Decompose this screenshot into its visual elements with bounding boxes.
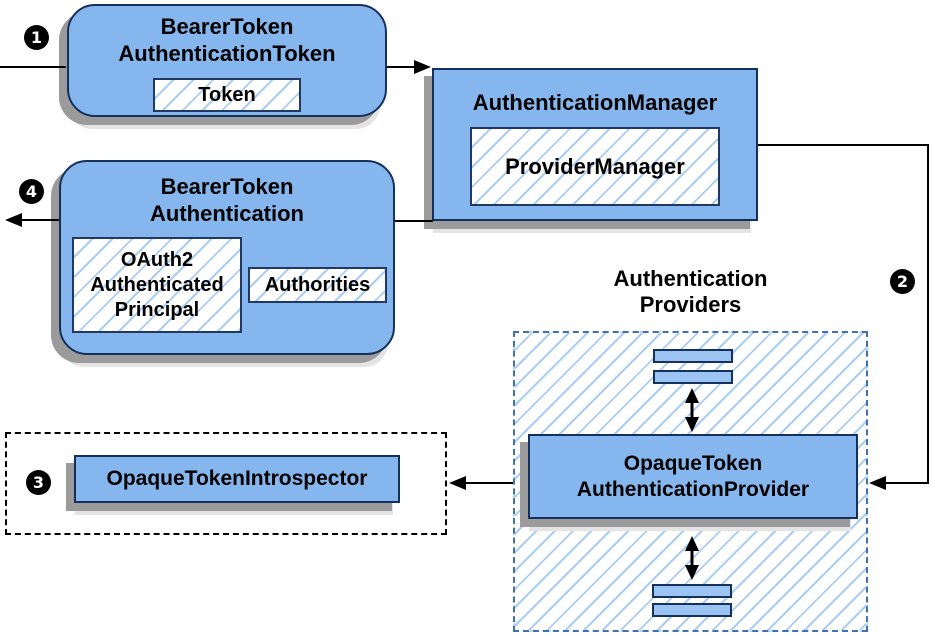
provider-placeholder-rect	[653, 370, 733, 384]
node-bearer-token-authentication-token: BearerToken AuthenticationToken Token	[67, 4, 387, 117]
node-authorities-label: Authorities	[264, 273, 371, 296]
node-title: BearerToken AuthenticationToken	[118, 14, 336, 66]
provider-placeholder-rect	[652, 603, 732, 617]
arrowhead-left-icon	[5, 213, 22, 227]
arrowhead-right-icon	[414, 60, 431, 74]
node-title: AuthenticationManager	[472, 90, 718, 115]
node-opaque-token-authentication-provider: OpaqueToken AuthenticationProvider	[528, 434, 858, 519]
node-title: BearerToken Authentication	[150, 174, 304, 226]
node-oauth2-authenticated-principal-label: OAuth2 Authenticated Principal	[90, 248, 224, 321]
step-2-badge: 2	[890, 269, 915, 294]
authentication-providers-container: OpaqueToken AuthenticationProvider	[513, 331, 868, 632]
node-oauth2-authenticated-principal: OAuth2 Authenticated Principal	[72, 237, 242, 333]
node-authorities: Authorities	[248, 267, 387, 303]
node-token: Token	[153, 78, 301, 112]
node-opaque-token-introspector: OpaqueTokenIntrospector	[74, 455, 400, 503]
node-authentication-manager: AuthenticationManager ProviderManager	[432, 68, 758, 221]
step-3-badge: 3	[26, 470, 51, 495]
node-opaque-token-authentication-provider-label: OpaqueToken AuthenticationProvider	[576, 451, 810, 501]
provider-placeholder-rect	[653, 349, 733, 363]
arrowhead-left-icon	[449, 476, 466, 490]
node-bearer-token-authentication: BearerToken Authentication OAuth2 Authen…	[59, 160, 395, 355]
node-token-label: Token	[198, 83, 256, 106]
provider-placeholder-rect	[652, 584, 732, 598]
node-provider-manager-label: ProviderManager	[505, 154, 685, 179]
authentication-providers-label: Authentication Providers	[613, 266, 768, 317]
step-1-badge: 1	[24, 25, 49, 50]
step-4-badge: 4	[19, 179, 44, 204]
node-opaque-token-introspector-label: OpaqueTokenIntrospector	[106, 467, 368, 490]
arrowhead-left-icon	[869, 476, 886, 490]
node-provider-manager: ProviderManager	[470, 127, 720, 206]
introspector-dashed-container: OpaqueTokenIntrospector	[5, 432, 447, 535]
